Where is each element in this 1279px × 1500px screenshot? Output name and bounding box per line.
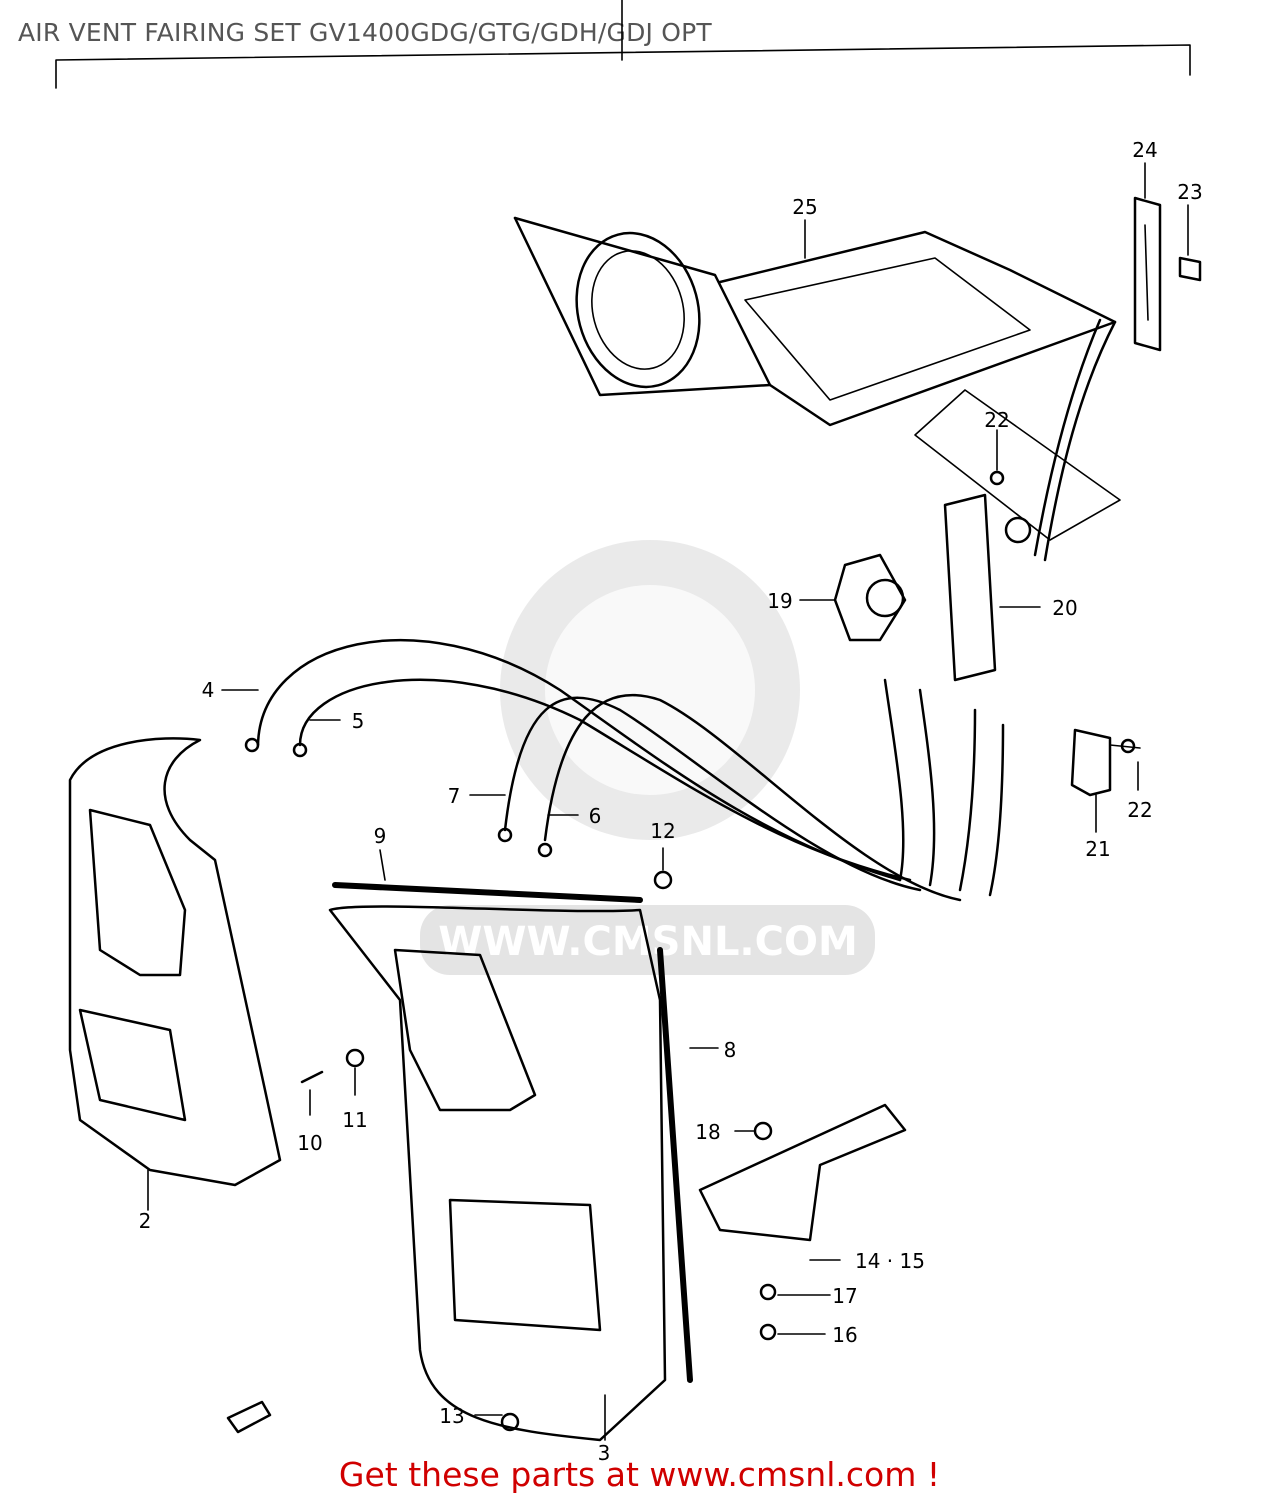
part-20-holder (943, 493, 1032, 682)
part-14-15-bracket (698, 1103, 907, 1242)
callout-14-15: 14 · 15 (855, 1249, 925, 1273)
callout-7: 7 (448, 784, 461, 808)
callout-21: 21 (1085, 837, 1110, 861)
callout-9: 9 (374, 824, 387, 848)
watermark: WWW.CMSNL.COM (420, 540, 875, 975)
callout-2: 2 (139, 1209, 152, 1233)
callout-23: 23 (1177, 180, 1202, 204)
callout-20: 20 (1052, 596, 1077, 620)
callout-3: 3 (598, 1441, 611, 1465)
cables (244, 638, 1005, 902)
callout-12: 12 (650, 819, 675, 843)
callout-18: 18 (695, 1120, 720, 1144)
callout-11: 11 (342, 1108, 367, 1132)
part-19-switch (833, 553, 907, 642)
callout-16: 16 (832, 1323, 857, 1347)
leader-lines (147, 162, 1189, 1441)
callout-25: 25 (792, 195, 817, 219)
part-9-strip (332, 882, 643, 903)
diagram-title: AIR VENT FAIRING SET GV1400GDG/GTG/GDH/G… (18, 18, 712, 47)
callout-4: 4 (202, 678, 215, 702)
callout-22-bottom: 22 (1127, 798, 1152, 822)
part-2-left-fairing (68, 737, 282, 1187)
callout-22-top: 22 (984, 408, 1009, 432)
callout-19: 19 (767, 589, 792, 613)
part-25-bracket (513, 216, 1121, 562)
callout-13: 13 (439, 1404, 464, 1428)
callout-24: 24 (1132, 138, 1157, 162)
callout-5: 5 (352, 709, 365, 733)
part-23-clip (1178, 256, 1202, 282)
callout-6: 6 (589, 804, 602, 828)
part-3-right-fairing (328, 905, 667, 1442)
fasteners (226, 470, 1136, 1434)
callout-8: 8 (724, 1038, 737, 1062)
callout-10: 10 (297, 1131, 322, 1155)
callout-17: 17 (832, 1284, 857, 1308)
footer-link[interactable]: Get these parts at www.cmsnl.com ! (338, 1455, 941, 1494)
part-8-seal (657, 947, 693, 1383)
part-24-strip (1133, 196, 1162, 352)
group-bracket (55, 0, 1191, 89)
callouts: 2 3 4 5 6 7 8 9 10 11 12 13 14 · 15 16 1… (139, 138, 1203, 1465)
